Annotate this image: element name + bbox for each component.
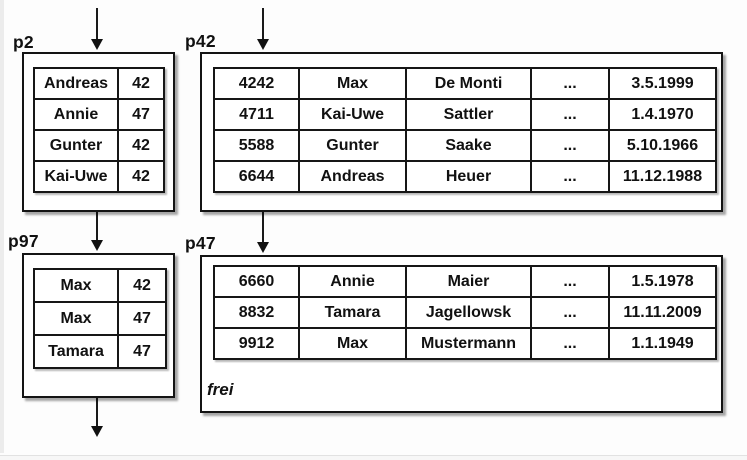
- table-cell: 5588: [213, 129, 300, 162]
- arrow-out-of-p97: [91, 398, 103, 437]
- table-cell: 42: [117, 129, 165, 162]
- arrow-head-icon: [257, 39, 269, 50]
- table-cell: Jagellowsk: [405, 296, 532, 329]
- table-cell: Max: [298, 327, 407, 360]
- table-cell: Sattler: [405, 98, 532, 131]
- table-cell: 1.5.1978: [608, 265, 717, 298]
- slide-bottom-edge-line: [0, 455, 747, 456]
- table-cell: 47: [117, 334, 167, 369]
- table-cell: 42: [117, 67, 165, 100]
- table-cell: ...: [530, 160, 610, 193]
- arrow-line: [262, 8, 264, 39]
- arrow-line: [96, 398, 98, 426]
- page-label-p47: p47: [185, 233, 216, 253]
- table-cell: Tamara: [33, 334, 119, 369]
- table-cell: ...: [530, 265, 610, 298]
- arrow-p42-to-p47: [257, 212, 269, 253]
- table-cell: 11.11.2009: [608, 296, 717, 329]
- table-cell: ...: [530, 327, 610, 360]
- table-cell: Gunter: [33, 129, 119, 162]
- table-cell: ...: [530, 129, 610, 162]
- table-cell: Max: [33, 268, 119, 303]
- arrow-p2-to-p97: [91, 212, 103, 251]
- page-label-p97: p97: [8, 231, 39, 251]
- table-cell: 6660: [213, 265, 300, 298]
- table-cell: Kai-Uwe: [33, 160, 119, 193]
- table-cell: Maier: [405, 265, 532, 298]
- arrow-into-p2: [91, 8, 103, 50]
- table-cell: Heuer: [405, 160, 532, 193]
- table-cell: Gunter: [298, 129, 407, 162]
- table-cell: De Monti: [405, 67, 532, 100]
- table-cell: 47: [117, 98, 165, 131]
- table-cell: 4711: [213, 98, 300, 131]
- table-cell: Annie: [298, 265, 407, 298]
- table-cell: ...: [530, 67, 610, 100]
- arrow-line: [96, 212, 98, 240]
- table-cell: ...: [530, 296, 610, 329]
- arrow-head-icon: [91, 240, 103, 251]
- table-cell: 6644: [213, 160, 300, 193]
- table-cell: 47: [117, 301, 167, 336]
- table-cell: Saake: [405, 129, 532, 162]
- arrow-into-p42: [257, 8, 269, 50]
- arrow-line: [262, 212, 264, 242]
- page-label-p42: p42: [185, 31, 216, 51]
- table-cell: 3.5.1999: [608, 67, 717, 100]
- table-cell: Max: [298, 67, 407, 100]
- table-cell: 4242: [213, 67, 300, 100]
- table-cell: ...: [530, 98, 610, 131]
- table-cell: Andreas: [33, 67, 119, 100]
- table-cell: 1.1.1949: [608, 327, 717, 360]
- free-space-label: frei: [207, 380, 234, 399]
- table-cell: 1.4.1970: [608, 98, 717, 131]
- table-cell: 42: [117, 268, 167, 303]
- arrow-head-icon: [257, 242, 269, 253]
- arrow-line: [96, 8, 98, 39]
- table-cell: 42: [117, 160, 165, 193]
- table-cell: Max: [33, 301, 119, 336]
- slide-bottom-edge: [0, 456, 747, 460]
- table-cell: 5.10.1966: [608, 129, 717, 162]
- table-cell: 11.12.1988: [608, 160, 717, 193]
- page-label-p2: p2: [13, 32, 34, 52]
- table-cell: Annie: [33, 98, 119, 131]
- table-cell: 8832: [213, 296, 300, 329]
- arrow-head-icon: [91, 426, 103, 437]
- arrow-head-icon: [91, 39, 103, 50]
- table-cell: Mustermann: [405, 327, 532, 360]
- table-cell: Tamara: [298, 296, 407, 329]
- table-cell: Kai-Uwe: [298, 98, 407, 131]
- table-cell: Andreas: [298, 160, 407, 193]
- table-cell: 9912: [213, 327, 300, 360]
- slide-left-edge: [0, 0, 4, 453]
